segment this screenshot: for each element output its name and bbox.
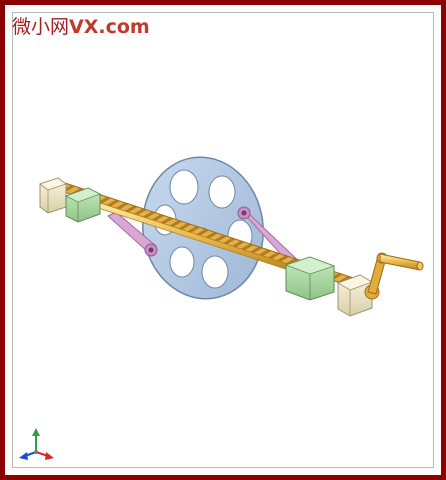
end-block-left: [39, 177, 67, 214]
wheel-hole: [169, 169, 199, 205]
site-watermark: 微小网VX.com: [12, 12, 150, 39]
pivot-left: [144, 243, 158, 257]
xyz-axis-triad-icon: [19, 428, 54, 460]
wheel-hole: [201, 255, 229, 289]
crank-handle: [379, 253, 421, 271]
watermark-latin-text: VX.com: [69, 16, 150, 38]
watermark-chinese-text: 微小网: [12, 16, 70, 38]
wheel-hole: [208, 175, 236, 209]
wheel-hole: [169, 246, 195, 278]
link-arm-right: [237, 206, 305, 272]
hand-crank: [364, 252, 424, 300]
nut-block-right: [284, 256, 336, 301]
end-block-right: [337, 274, 373, 317]
nut-block-left: [64, 187, 102, 223]
